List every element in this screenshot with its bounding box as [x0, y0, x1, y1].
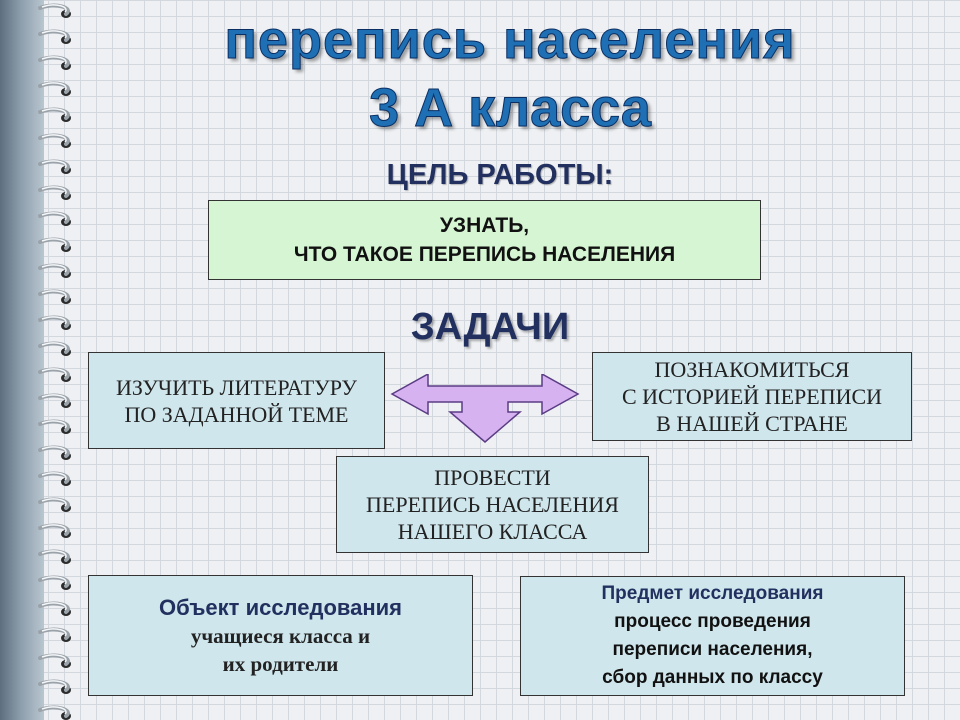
goal-line: ЧТО ТАКОЕ ПЕРЕПИСЬ НАСЕЛЕНИЯ [293, 243, 676, 266]
task-box-census: ПРОВЕСТИ ПЕРЕПИСЬ НАСЕЛЕНИЯ НАШЕГО КЛАСС… [336, 456, 649, 553]
binding-ring-highlight [41, 134, 67, 143]
task-line: С ИСТОРИЕЙ ПЕРЕПИСИ [621, 384, 883, 409]
binding-ring-highlight [41, 186, 67, 195]
binding-ring-highlight [41, 576, 67, 585]
binding-ring-highlight [41, 108, 67, 117]
task-box-history: ПОЗНАКОМИТЬСЯ С ИСТОРИЕЙ ПЕРЕПИСИ В НАШЕ… [592, 352, 912, 441]
research-object-title: Объект исследования [158, 594, 403, 620]
tasks-heading: ЗАДАЧИ [410, 306, 570, 348]
goal-box: УЗНАТЬ, ЧТО ТАКОЕ ПЕРЕПИСЬ НАСЕЛЕНИЯ [208, 200, 761, 280]
binding-ring-highlight [41, 602, 67, 611]
binding-ring-highlight [41, 316, 67, 325]
binding-ring-highlight [41, 550, 67, 559]
binding-ring-highlight [41, 368, 67, 377]
goal-heading: ЦЕЛЬ РАБОТЫ: [386, 159, 614, 191]
three-way-arrow-icon [390, 374, 580, 443]
binding-ring-highlight [41, 82, 67, 91]
binding-ring-highlight [41, 4, 67, 13]
binding-ring-highlight [41, 654, 67, 663]
binding-ring-highlight [41, 212, 67, 221]
page-subtitle: 3 А класса [369, 78, 652, 139]
binding-ring-highlight [41, 264, 67, 273]
task-line: ИЗУЧИТЬ ЛИТЕРАТУРУ [115, 374, 358, 400]
binding-ring-highlight [41, 706, 67, 715]
research-subject-line: сбор данных по классу [602, 667, 823, 688]
research-subject-box: Предмет исследования процесс проведения … [520, 576, 905, 696]
binding-ring-highlight [41, 680, 67, 689]
research-object-line: их родители [222, 651, 339, 676]
research-subject-line: процесс проведения [614, 611, 811, 632]
binding-ring-highlight [41, 420, 67, 429]
notebook-binding [0, 0, 44, 720]
research-subject-line: переписи населения, [612, 639, 813, 660]
research-object-line: учащиеся класса и [190, 623, 371, 648]
task-line: ПОЗНАКОМИТЬСЯ [654, 357, 850, 382]
task-line: В НАШЕЙ СТРАНЕ [656, 411, 848, 436]
binding-ring-highlight [41, 524, 67, 533]
binding-ring-highlight [41, 498, 67, 507]
task-line: ПЕРЕПИСЬ НАСЕЛЕНИЯ [366, 492, 619, 517]
task-line: НАШЕГО КЛАССА [397, 519, 588, 544]
binding-ring-highlight [41, 342, 67, 351]
task-line: ПРОВЕСТИ [434, 465, 551, 490]
binding-ring-highlight [41, 238, 67, 247]
research-subject-title: Предмет исследования [601, 583, 824, 604]
binding-ring-highlight [41, 160, 67, 169]
binding-ring-highlight [41, 56, 67, 65]
binding-ring-highlight [41, 394, 67, 403]
goal-line: УЗНАТЬ, [439, 214, 530, 237]
task-box-literature: ИЗУЧИТЬ ЛИТЕРАТУРУ ПО ЗАДАННОЙ ТЕМЕ [88, 352, 385, 449]
task-line: ПО ЗАДАННОЙ ТЕМЕ [124, 401, 349, 427]
binding-ring-highlight [41, 472, 67, 481]
binding-ring-highlight [41, 628, 67, 637]
research-object-box: Объект исследования учащиеся класса и их… [88, 575, 473, 696]
spiral-binding-icon [38, 3, 71, 720]
binding-ring-highlight [41, 30, 67, 39]
binding-ring-highlight [41, 446, 67, 455]
binding-ring-highlight [41, 290, 67, 299]
page-title: перепись населения [224, 10, 796, 71]
